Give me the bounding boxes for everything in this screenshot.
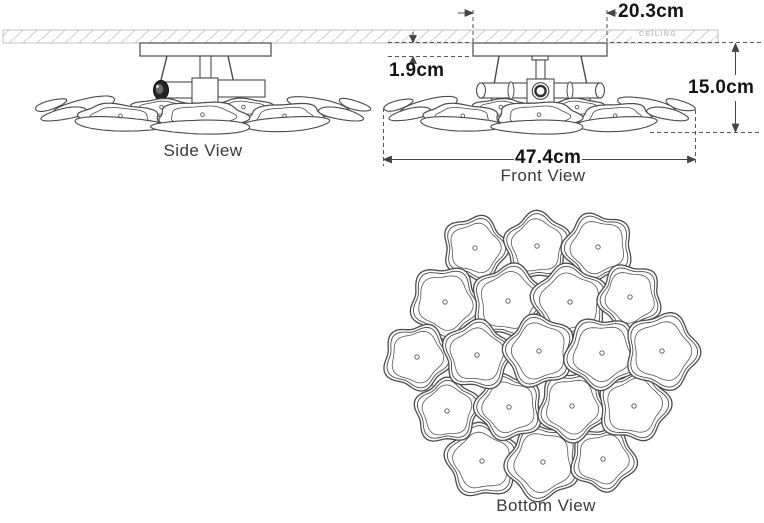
dimension-overall-width: 47.4cm xyxy=(515,147,582,168)
bottom-view-drawing xyxy=(383,209,702,503)
front-view-drawing xyxy=(383,42,696,135)
front-view-label: Front View xyxy=(500,166,586,185)
side-view-label: Side View xyxy=(163,141,243,160)
dimension-overall-height: 15.0cm xyxy=(688,77,755,98)
dimension-canopy-width: 20.3cm xyxy=(618,1,685,22)
dimension-lines xyxy=(383,9,762,166)
bottom-view-label: Bottom View xyxy=(496,496,596,515)
ceiling-label: CEILING xyxy=(638,31,678,38)
side-view-drawing xyxy=(34,42,372,135)
ceiling-hatch-band xyxy=(2,29,719,44)
dimension-canopy-drop: 1.9cm xyxy=(389,60,445,81)
